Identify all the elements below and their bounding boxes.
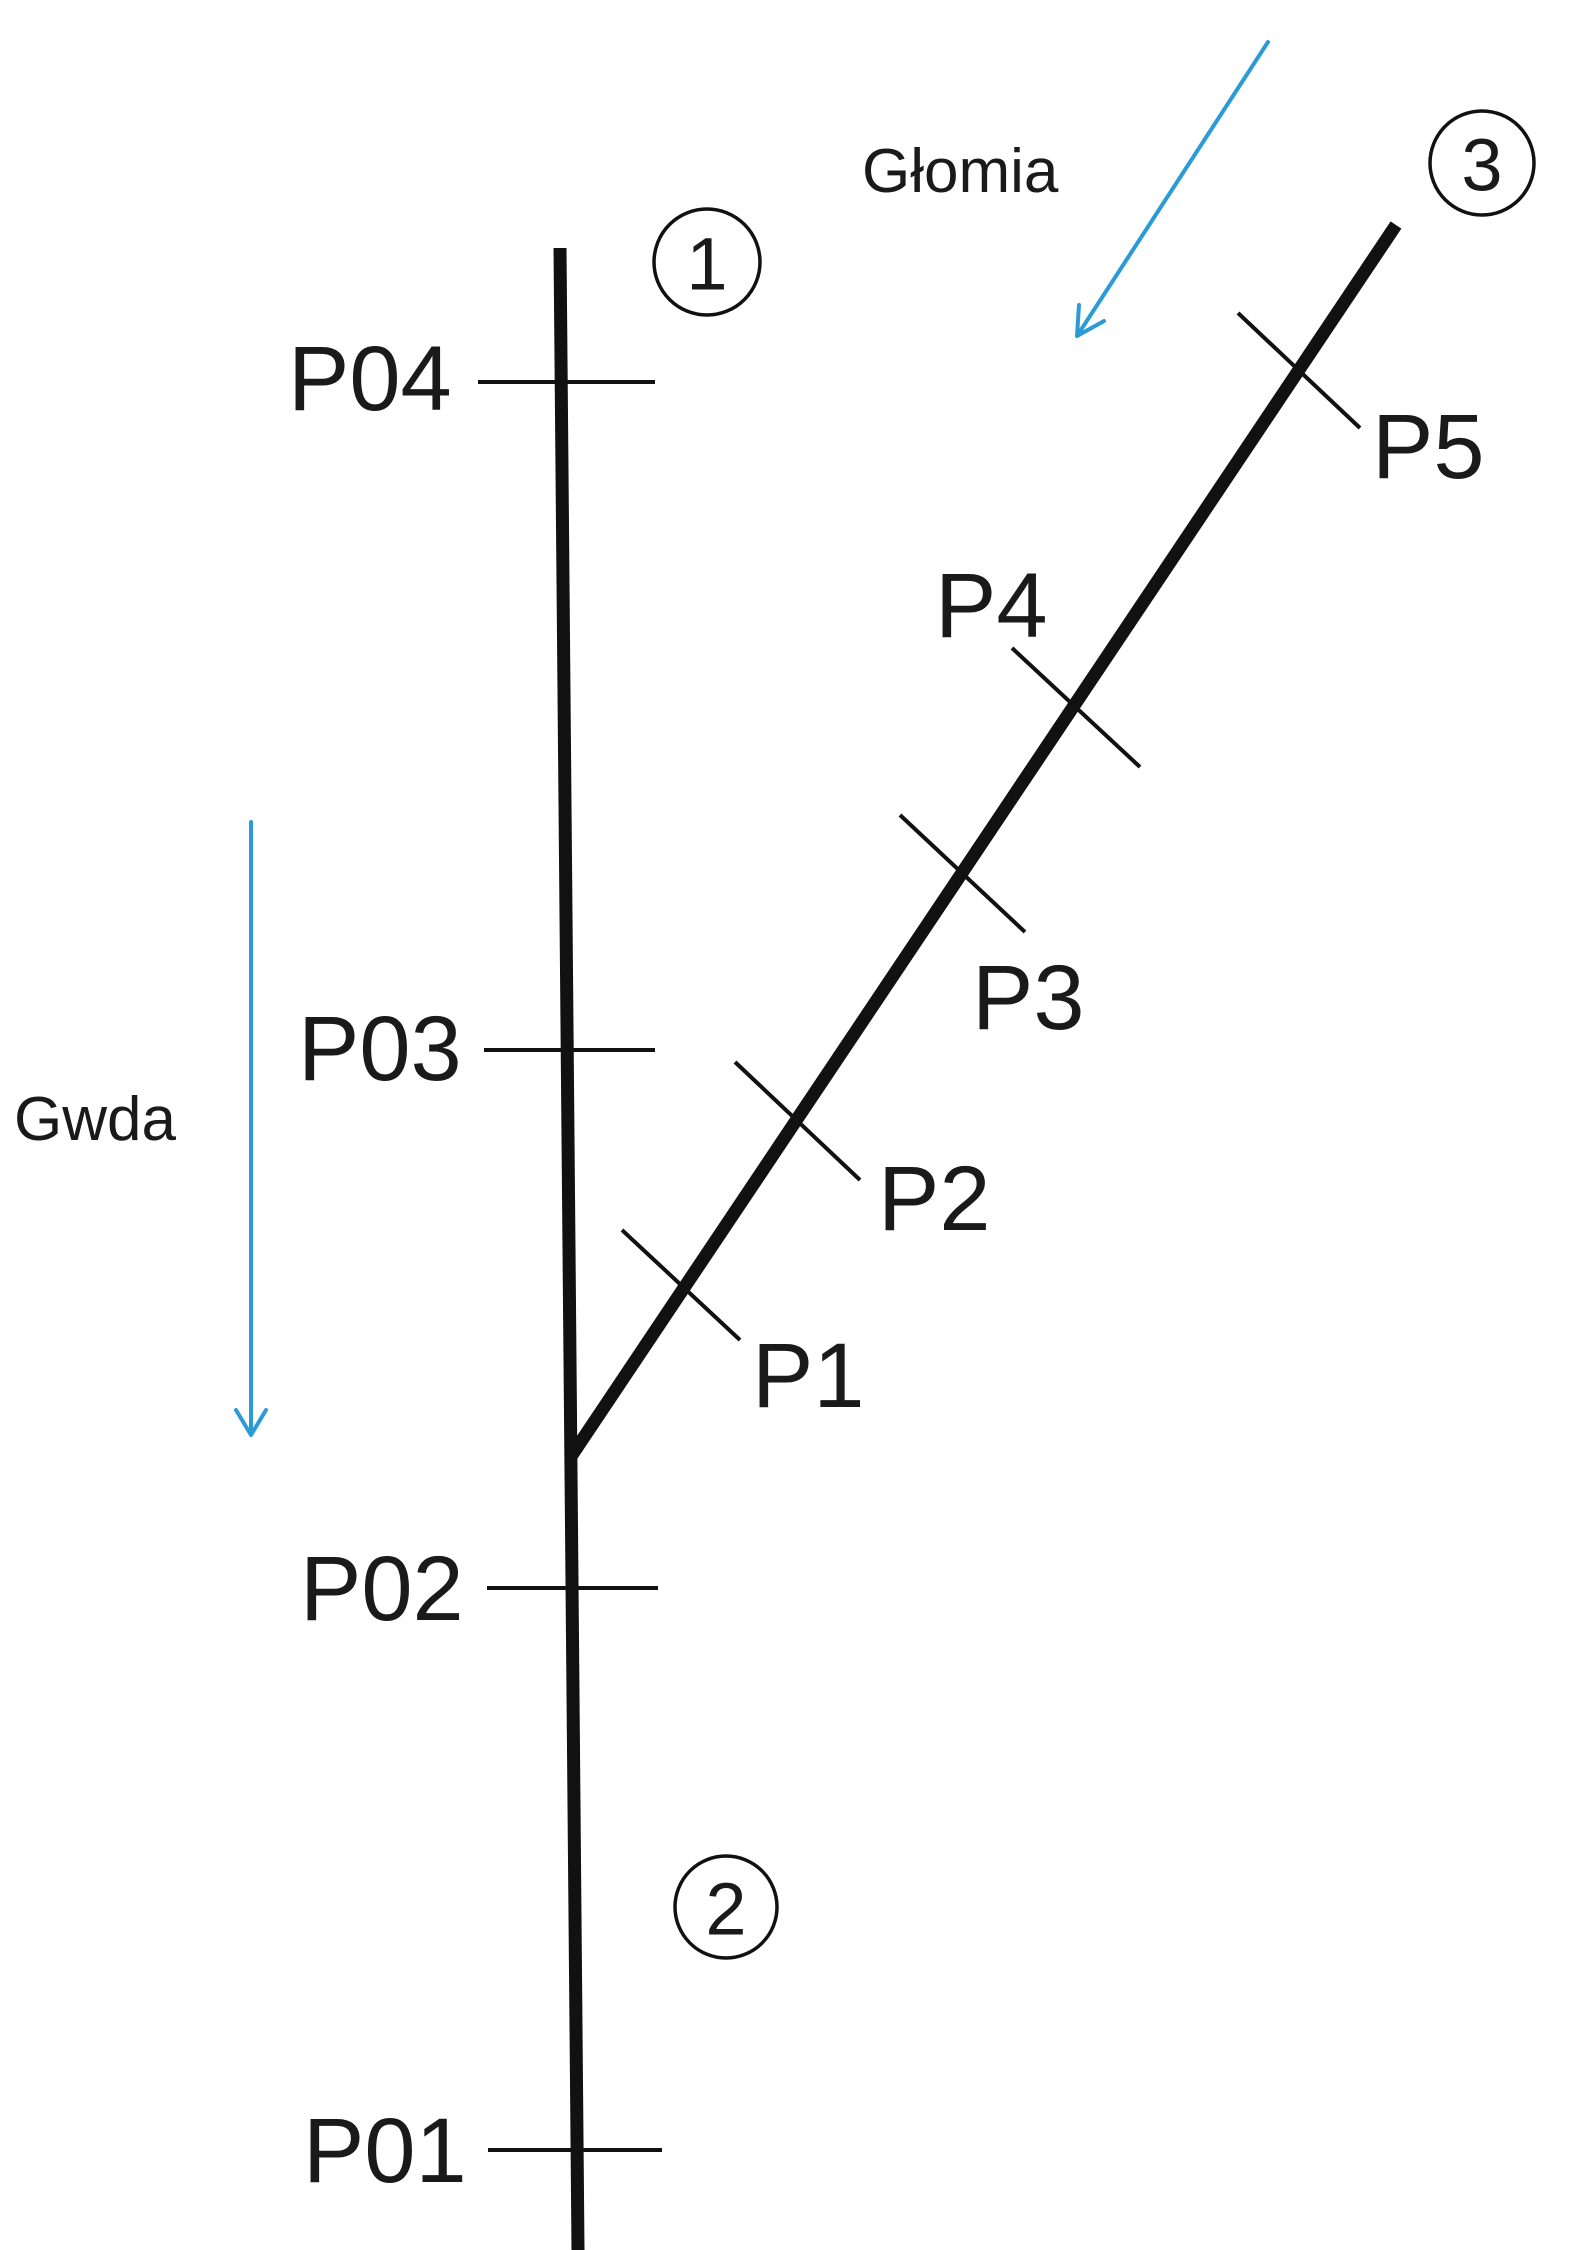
glomia-channel	[564, 221, 1402, 1462]
label-p4: P4	[935, 555, 1048, 657]
tick-p5	[1236, 311, 1362, 430]
tick-p4	[1010, 646, 1142, 769]
flow-arrow-icon	[234, 820, 268, 1437]
label-p02: P02	[300, 1538, 464, 1640]
flow-arrow-glomia	[1075, 40, 1270, 338]
tick-p2	[733, 1060, 862, 1182]
label-p5: P5	[1372, 396, 1485, 498]
label-p03: P03	[298, 998, 462, 1100]
label-p2: P2	[878, 1148, 991, 1250]
site-number: 2	[705, 1868, 746, 1951]
site-marker-1: 1	[652, 207, 762, 317]
label-p3: P3	[972, 947, 1085, 1049]
river-label-gwda: Gwda	[14, 1085, 176, 1154]
site-number: 1	[686, 223, 727, 306]
site-number: 3	[1461, 124, 1502, 207]
tributary-ticks	[620, 311, 1362, 1342]
tick-p3	[898, 813, 1027, 934]
label-p01: P01	[303, 2100, 467, 2202]
gwda-channel	[553, 247, 585, 2250]
site-marker-2: 2	[673, 1854, 779, 1960]
river-label-glomia: Głomia	[862, 137, 1059, 206]
flow-arrow-gwda	[234, 820, 268, 1437]
main-ticks	[478, 380, 662, 2152]
flow-arrow-icon	[1075, 40, 1270, 338]
site-marker-3: 3	[1428, 109, 1536, 217]
tick-p1	[620, 1228, 742, 1342]
label-p1: P1	[752, 1325, 865, 1427]
label-p04: P04	[288, 328, 452, 430]
